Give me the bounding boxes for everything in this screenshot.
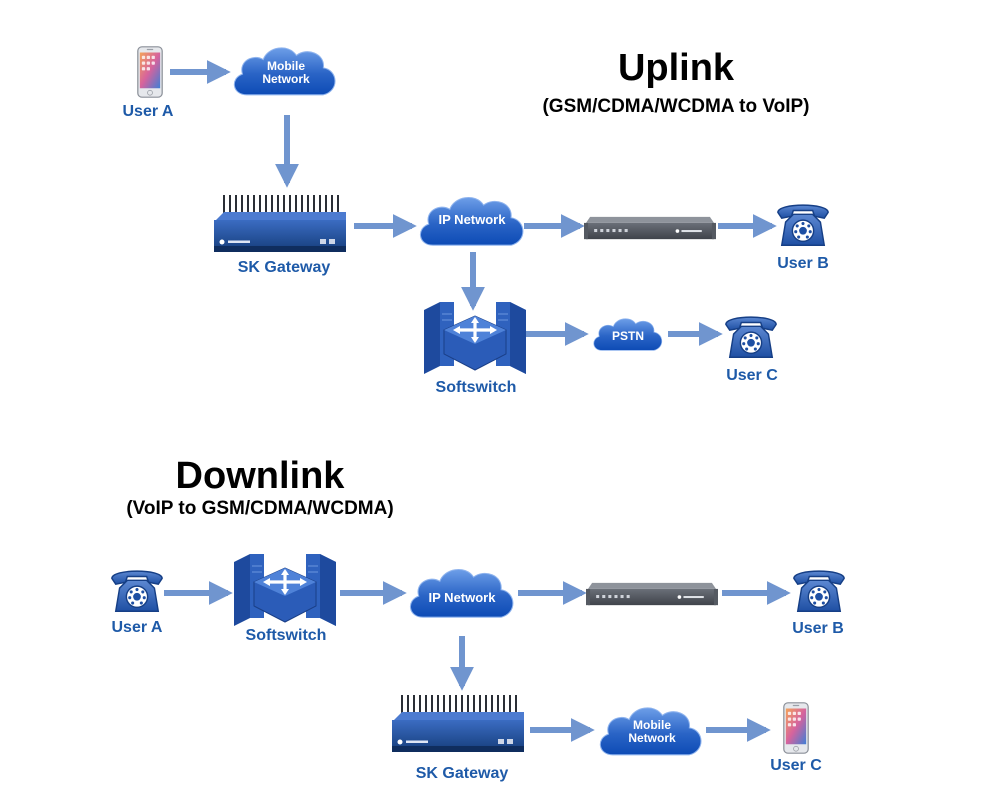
- downlink-mobile-network-line-1: Mobile: [633, 718, 671, 732]
- telephone-icon: [725, 316, 777, 359]
- downlink-user-b-label: User B: [792, 620, 844, 637]
- smartphone-icon: [137, 46, 163, 98]
- uplink-pstn-label: PSTN: [612, 329, 644, 343]
- rack-server-icon: [584, 216, 716, 240]
- rack-server-icon: [586, 582, 718, 606]
- softswitch-icon: [232, 552, 338, 626]
- telephone-icon: [793, 570, 845, 613]
- uplink-mobile-network-line-1: Mobile: [267, 59, 305, 73]
- downlink-title: Downlink: [176, 455, 346, 497]
- telephone-icon: [777, 204, 829, 247]
- downlink-softswitch-label: Softswitch: [246, 627, 327, 644]
- downlink-sk-gateway-label: SK Gateway: [416, 765, 509, 782]
- downlink-ip-network-label: IP Network: [429, 590, 497, 605]
- uplink-section: Uplink (GSM/CDMA/WCDMA to VoIP) User A M…: [123, 46, 829, 396]
- downlink-section: Downlink (VoIP to GSM/CDMA/WCDMA) User A…: [111, 455, 845, 782]
- uplink-title: Uplink: [618, 47, 735, 89]
- downlink-subtitle: (VoIP to GSM/CDMA/WCDMA): [126, 498, 393, 519]
- smartphone-icon: [783, 702, 809, 754]
- uplink-user-a-label: User A: [123, 103, 174, 120]
- downlink-user-c-label: User C: [770, 757, 822, 774]
- telephone-icon: [111, 570, 163, 613]
- uplink-user-c-label: User C: [726, 367, 778, 384]
- uplink-mobile-network-line-2: Network: [262, 72, 310, 86]
- softswitch-icon: [422, 300, 528, 374]
- gateway-device-icon: [212, 193, 348, 254]
- downlink-user-a-label: User A: [112, 619, 163, 636]
- uplink-subtitle: (GSM/CDMA/WCDMA to VoIP): [542, 96, 809, 117]
- uplink-ip-network-label: IP Network: [439, 212, 507, 227]
- uplink-sk-gateway-label: SK Gateway: [238, 259, 331, 276]
- uplink-user-b-label: User B: [777, 255, 829, 272]
- uplink-softswitch-label: Softswitch: [436, 379, 517, 396]
- gateway-device-icon: [390, 693, 526, 754]
- downlink-mobile-network-line-2: Network: [628, 731, 676, 745]
